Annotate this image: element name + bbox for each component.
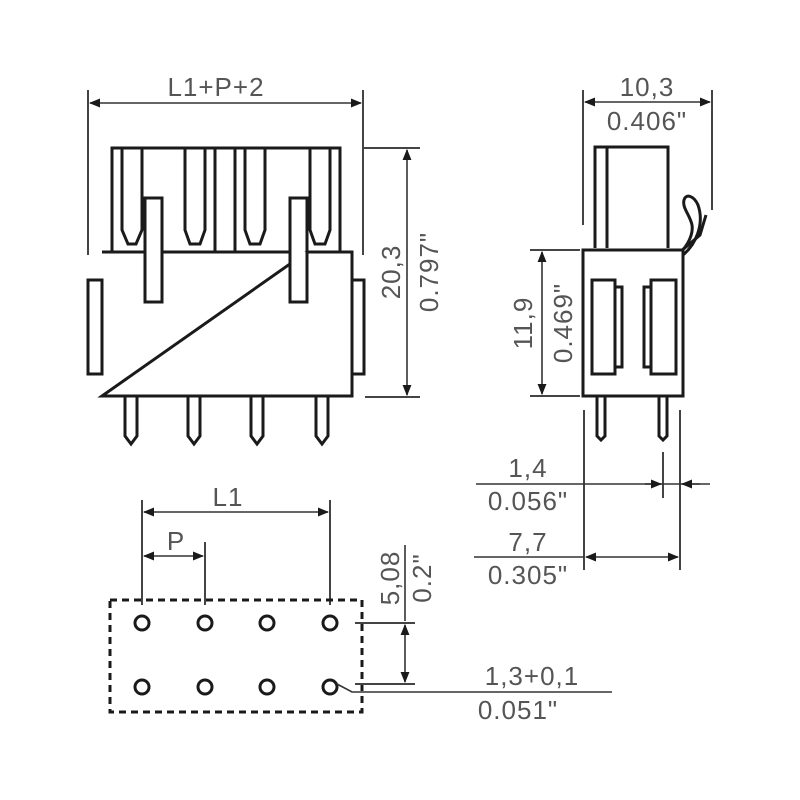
side-pin-dimensions: 1,4 0.056" 7,7 0.305" [474, 410, 710, 590]
side-height-mm: 11,9 [508, 297, 538, 350]
pin-offset-mm: 1,4 [508, 453, 547, 483]
hole-diameter-in: 0.051" [478, 695, 558, 725]
hole-diameter-callout: 1,3+0,1 0.051" [336, 661, 612, 725]
side-width-mm: 10,3 [620, 72, 675, 102]
footprint-length-label: L1 [213, 482, 244, 512]
pcb-footprint: L1 P 5,08 0.2" [108, 482, 612, 725]
row-spacing-mm: 5,08 [375, 551, 405, 606]
footprint-pitch-dimension: P [142, 526, 206, 605]
side-width-dimension: 10,3 0.406" [582, 72, 713, 225]
side-view: 10,3 0.406" 11,9 0.469" [474, 72, 713, 590]
footprint-length-dimension: L1 [141, 482, 331, 605]
side-width-in: 0.406" [607, 106, 687, 136]
main-body [86, 250, 366, 398]
front-height-mm: 20,3 [376, 245, 406, 300]
side-height-dimension: 11,9 0.469" [508, 249, 580, 397]
front-view: L1+P+2 [86, 72, 444, 447]
front-height-in: 0.797" [414, 232, 444, 312]
front-pins [123, 396, 330, 447]
pin-spacing-in: 0.305" [488, 560, 568, 590]
row-spacing-in: 0.2" [407, 553, 437, 602]
footprint-holes [133, 614, 339, 696]
front-width-dimension: L1+P+2 [87, 72, 364, 255]
front-width-label: L1+P+2 [167, 72, 264, 102]
pin-offset-in: 0.056" [488, 486, 568, 516]
footprint-pitch-label: P [167, 526, 185, 556]
footprint-row-spacing-dimension: 5,08 0.2" [355, 545, 437, 685]
front-height-dimension: 20,3 0.797" [362, 147, 444, 398]
pin-spacing-mm: 7,7 [508, 527, 547, 557]
side-height-in: 0.469" [548, 283, 578, 363]
hole-diameter-mm: 1,3+0,1 [485, 661, 579, 691]
